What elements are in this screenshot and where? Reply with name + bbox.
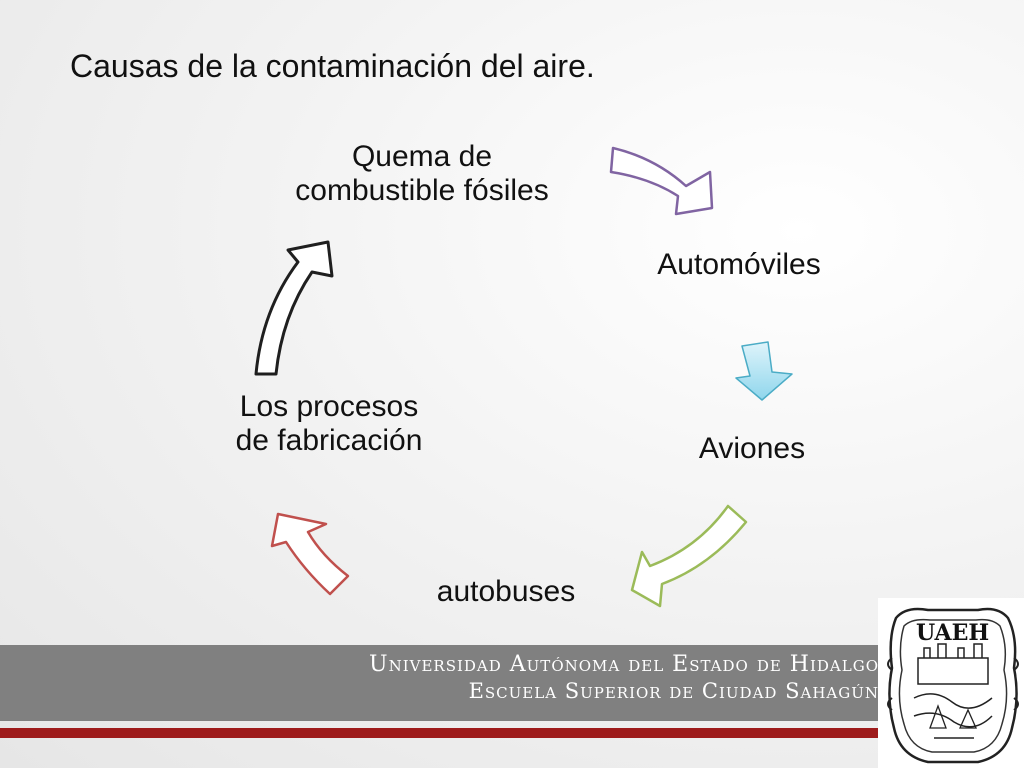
arrow-quema-to-automoviles: [609, 146, 714, 216]
seal-emblem: [887, 607, 1019, 764]
arrow-procesos-to-quema: [254, 240, 334, 376]
university-seal: UAEH: [878, 598, 1024, 768]
footer-university-name: Universidad Autónoma del Estado de Hidal…: [369, 652, 879, 677]
node-autobuses: autobuses: [436, 575, 576, 608]
footer-band: [0, 645, 1024, 721]
footer-school-name: Escuela Superior de Ciudad Sahagún: [468, 679, 879, 703]
arrow-aviones-to-autobuses: [630, 504, 748, 608]
node-procesos-fabricacion: Los procesos de fabricación: [205, 390, 453, 457]
seal-monogram: UAEH: [916, 620, 990, 646]
node-quema-line1: Quema de: [351, 140, 493, 173]
slide-title: Causas de la contaminación del aire.: [70, 48, 595, 84]
node-procesos-line1: Los procesos: [239, 390, 419, 423]
arrow-automoviles-to-aviones: [735, 341, 793, 401]
node-quema-line2: combustible fósiles: [295, 173, 549, 207]
footer-red-line: [0, 728, 1024, 738]
arrow-autobuses-to-procesos: [270, 512, 350, 596]
node-procesos-line2: de fabricación: [235, 423, 423, 457]
node-quema-combustible: Quema de combustible fósiles: [262, 140, 582, 207]
node-aviones: Aviones: [698, 432, 806, 465]
node-automoviles: Automóviles: [657, 248, 821, 281]
